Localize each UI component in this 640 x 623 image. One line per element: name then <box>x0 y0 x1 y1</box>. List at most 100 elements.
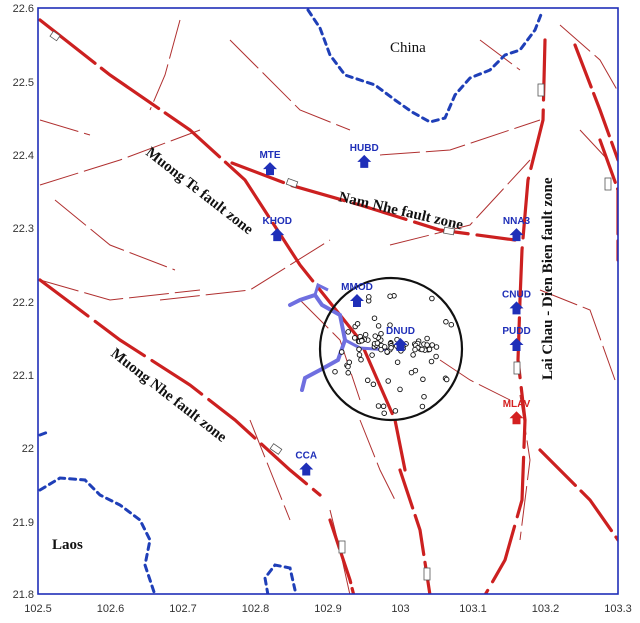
y-tick-label: 22.2 <box>13 297 34 309</box>
minor-fault <box>54 199 176 271</box>
fault-markers <box>49 30 612 581</box>
epicenter-point <box>384 349 390 355</box>
epicenter-point <box>380 403 387 410</box>
station-label: MTE <box>259 150 280 161</box>
minor-fault <box>389 159 531 246</box>
epicenter-point <box>332 368 338 375</box>
fault-marker <box>513 361 521 375</box>
x-tick-label: 103 <box>391 603 409 615</box>
station-mte: MTE <box>259 150 281 176</box>
station-label: MLAV <box>503 399 531 410</box>
epicenter-point <box>370 381 377 388</box>
y-tick-label: 22 <box>22 443 34 455</box>
x-tick-label: 102.6 <box>97 603 125 615</box>
epicenter-point <box>408 369 415 376</box>
minor-fault <box>229 39 351 131</box>
y-tick-label: 22.1 <box>13 370 34 382</box>
country-label-china: China <box>390 40 426 56</box>
minor-fault <box>159 239 331 301</box>
station-label: KHOD <box>263 216 292 227</box>
station-icon <box>509 228 524 242</box>
epicenter-point <box>362 331 369 338</box>
y-axis-ticks: 22.6 22.5 22.4 22.3 22.2 22.1 22 21.9 21… <box>13 3 34 601</box>
epicenter-point <box>358 338 365 344</box>
fault-marker <box>285 177 299 189</box>
minor-fault <box>249 419 291 521</box>
y-tick-label: 22.6 <box>13 3 34 15</box>
fault-marker <box>443 226 455 236</box>
station-icon <box>299 462 314 476</box>
station-label: DNUD <box>386 326 415 337</box>
epicenter-point <box>421 393 427 400</box>
epicenter-point <box>429 342 435 348</box>
epicenter-point <box>375 323 382 329</box>
epicenter-point <box>424 335 430 342</box>
epicenter-point <box>392 408 399 414</box>
epicenter-point <box>412 346 418 353</box>
fault-label-muong-te: Muong Te fault zone <box>143 145 257 239</box>
southeast-fault-trace <box>538 448 618 542</box>
epicenter-point <box>375 403 382 409</box>
fault-marker <box>269 443 283 455</box>
station-icon <box>357 154 372 168</box>
x-tick-label: 102.9 <box>314 603 342 615</box>
minor-fault <box>149 19 181 111</box>
minor-fault <box>39 119 91 136</box>
fault-marker <box>537 83 545 97</box>
lai-chau-dien-bien-fault-trace <box>483 38 547 594</box>
epicenter-point <box>433 344 440 350</box>
epicenter-point <box>410 352 416 358</box>
minor-fault <box>39 279 201 301</box>
fault-marker <box>604 177 612 191</box>
station-icon <box>263 162 277 176</box>
minor-fault <box>539 289 616 381</box>
minor-fault <box>379 119 541 156</box>
x-tick-label: 103.1 <box>459 603 487 615</box>
station-cnud: CNUD <box>502 289 531 315</box>
station-label: CCA <box>295 450 317 461</box>
station-nna3: NNA3 <box>503 216 531 242</box>
epicenter-point <box>364 377 371 384</box>
epicenter-point <box>345 329 351 335</box>
river <box>288 292 348 392</box>
fault-marker <box>49 30 61 42</box>
y-tick-label: 22.5 <box>13 77 34 89</box>
station-label: NNA3 <box>503 216 531 227</box>
minor-fault <box>39 129 201 186</box>
station-label: MMOD <box>341 282 373 293</box>
nam-nhe-fault-trace <box>230 161 517 242</box>
x-tick-label: 102.7 <box>169 603 197 615</box>
epicenter-point <box>443 376 450 383</box>
minor-fault <box>299 299 361 401</box>
epicenter-point <box>345 370 351 376</box>
y-tick-label: 22.4 <box>13 150 34 162</box>
epicenter-point <box>394 359 401 365</box>
epicenter-point <box>346 359 353 366</box>
epicenter-point <box>356 352 363 358</box>
y-tick-label: 22.3 <box>13 223 34 235</box>
epicenter-point <box>354 321 361 327</box>
epicenter-point <box>381 344 388 350</box>
laos-border <box>38 476 157 594</box>
muong-te-fault-trace <box>38 18 407 472</box>
station-label: HUBD <box>350 143 379 154</box>
plot-frame <box>37 7 619 595</box>
epicenter-point <box>428 358 435 365</box>
station-icon <box>509 337 524 351</box>
epicenter-point <box>419 346 425 353</box>
minor-fault <box>579 129 609 161</box>
fault-label-muong-nhe: Muong Nhe fault zone <box>108 346 230 446</box>
fault-marker <box>423 567 431 581</box>
epicenter-point <box>443 319 449 325</box>
minor-fault <box>329 509 351 594</box>
epicenter-point <box>338 349 345 355</box>
x-tick-label: 103.2 <box>532 603 560 615</box>
station-icon <box>270 228 285 242</box>
northeast-fault-trace <box>573 43 618 162</box>
x-tick-label: 103.3 <box>604 603 632 615</box>
fault-label-nam-nhe: Nam Nhe fault zone <box>337 189 465 233</box>
station-dnud: DNUD <box>386 326 415 351</box>
epicenter-point <box>429 295 435 302</box>
